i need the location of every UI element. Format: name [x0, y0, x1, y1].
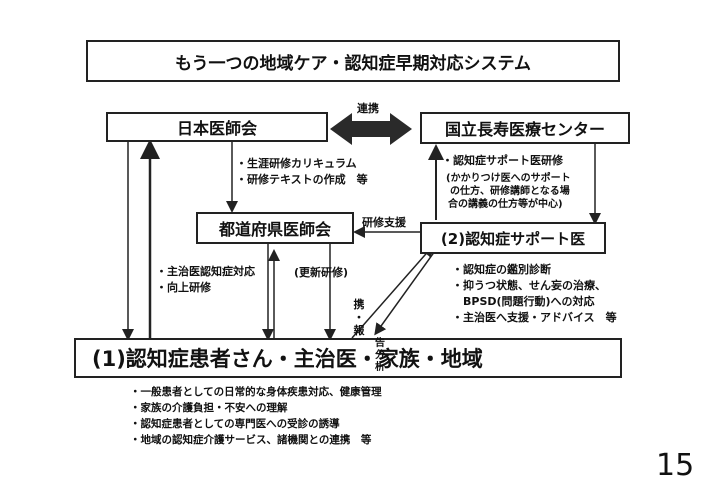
- vertical-note-lower: 告 分 析: [374, 338, 386, 374]
- jma-note: ・研修テキストの作成 等: [236, 173, 368, 186]
- collaboration-label: 連携: [357, 102, 379, 115]
- ncgg-box-label: 国立長寿医療センター: [444, 120, 605, 139]
- patient-note: ・一般患者としての日常的な身体疾患対応、健康管理: [130, 386, 382, 398]
- prefecture-note: ・主治医認知症対応: [156, 265, 255, 278]
- vertical-note-char: ・: [353, 311, 365, 324]
- prefecture-box-label: 都道府県医師会: [218, 220, 331, 239]
- prefecture-box: 都道府県医師会: [196, 212, 354, 244]
- ncgg-note-line: 合の講義の仕方等が中心): [448, 199, 563, 210]
- patient-note: ・地域の認知症介護サービス、諸機関との連携 等: [130, 434, 372, 446]
- diagram-title-text: もう一つの地域ケア・認知症早期対応システム: [175, 53, 531, 74]
- ncgg-note-head: ・認知症サポート医研修: [442, 154, 563, 167]
- ncgg-note-detail: (かかりつけ医へのサポート の仕方、研修講師となる場 合の講義の仕方等が中心): [446, 172, 571, 211]
- diagram-title: もう一つの地域ケア・認知症早期対応システム: [86, 40, 620, 82]
- support-doctor-notes: ・認知症の鑑別診断 ・抑うつ状態、せん妄の治療、 BPSD(問題行動)への対応 …: [452, 262, 617, 326]
- ncgg-note-line: の仕方、研修講師となる場: [450, 186, 570, 197]
- patient-notes: ・一般患者としての日常的な身体疾患対応、健康管理 ・家族の介護負担・不安への理解…: [130, 384, 382, 448]
- support-doctor-box: (2)認知症サポート医: [420, 222, 606, 254]
- ncgg-note-line: (かかりつけ医へのサポート: [446, 173, 571, 184]
- ncgg-box: 国立長寿医療センター: [420, 112, 630, 144]
- support-doctor-box-label: (2)認知症サポート医: [440, 229, 586, 248]
- vertical-note: 携 ・ 報: [353, 298, 365, 337]
- vertical-note-char: 析: [375, 362, 385, 373]
- jma-notes: ・生涯研修カリキュラム ・研修テキストの作成 等: [236, 156, 368, 188]
- vertical-note-char: 報: [353, 324, 365, 337]
- patients-box: (1)認知症患者さん・主治医・家族・地域: [74, 338, 622, 378]
- vertical-note-char: 分: [375, 350, 385, 361]
- support-note: ・抑うつ状態、せん妄の治療、: [452, 279, 606, 292]
- vertical-note-char: 携: [353, 298, 365, 311]
- vertical-note-char: 告: [375, 338, 385, 349]
- patients-box-label: (1)認知症患者さん・主治医・家族・地域: [92, 347, 483, 371]
- page-number: 15: [656, 448, 695, 483]
- collaboration-arrow: [330, 113, 412, 145]
- training-support-label: 研修支援: [362, 216, 406, 229]
- refresher-label: (更新研修): [294, 266, 349, 279]
- jma-box-label: 日本医師会: [176, 119, 257, 138]
- patient-note: ・家族の介護負担・不安への理解: [130, 402, 288, 414]
- prefecture-note: ・向上研修: [156, 281, 211, 294]
- patient-note: ・認知症患者としての専門医への受診の誘導: [130, 418, 340, 430]
- support-note: BPSD(問題行動)への対応: [452, 295, 595, 308]
- jma-note: ・生涯研修カリキュラム: [236, 157, 357, 170]
- prefecture-notes: ・主治医認知症対応 ・向上研修: [156, 264, 255, 296]
- support-note: ・主治医へ支援・アドバイス 等: [452, 311, 617, 324]
- jma-box: 日本医師会: [106, 112, 328, 142]
- patients-to-support-line: [351, 244, 434, 339]
- support-note: ・認知症の鑑別診断: [452, 263, 551, 276]
- support-to-patients-line: [374, 243, 441, 336]
